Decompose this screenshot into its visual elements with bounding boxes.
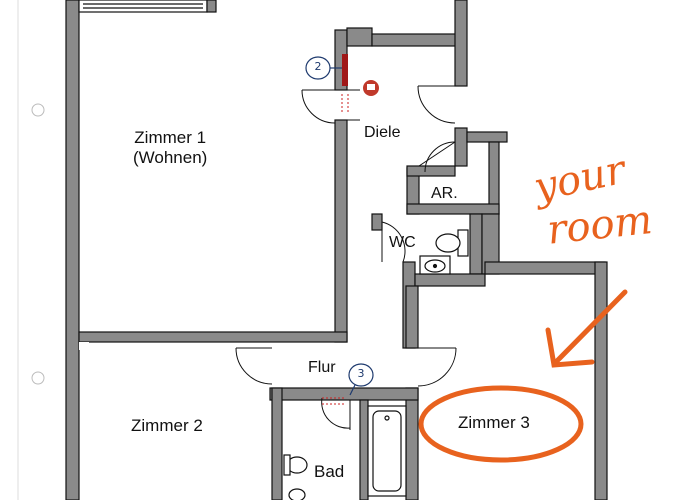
marker-circles bbox=[305, 56, 374, 396]
room-label-abstellraum: AR. bbox=[431, 185, 458, 202]
wc-fixtures bbox=[419, 229, 469, 275]
bad-fixtures bbox=[283, 454, 308, 500]
highlighted-door bbox=[342, 54, 348, 86]
room-label-wc: WC bbox=[389, 234, 416, 251]
room-label-zimmer3: Zimmer 3 bbox=[458, 413, 530, 432]
annotation-arrow bbox=[545, 289, 628, 368]
annotation-circle bbox=[418, 385, 584, 463]
room-label-bad: Bad bbox=[314, 462, 345, 481]
doors bbox=[235, 85, 467, 430]
bathtub bbox=[367, 405, 407, 497]
walls bbox=[65, 0, 608, 500]
room-label-zimmer1: Zimmer 1 (Wohnen) bbox=[133, 128, 208, 168]
dashed-markings bbox=[322, 94, 349, 405]
marker-number-b: 3 bbox=[357, 367, 365, 380]
binder-holes bbox=[31, 103, 45, 385]
room-label-diele: Diele bbox=[364, 124, 401, 141]
room-label-flur: Flur bbox=[308, 359, 336, 376]
room-label-zimmer2: Zimmer 2 bbox=[131, 416, 203, 435]
electric-panel-icon bbox=[363, 80, 379, 96]
marker-number-a: 2 bbox=[314, 60, 322, 73]
